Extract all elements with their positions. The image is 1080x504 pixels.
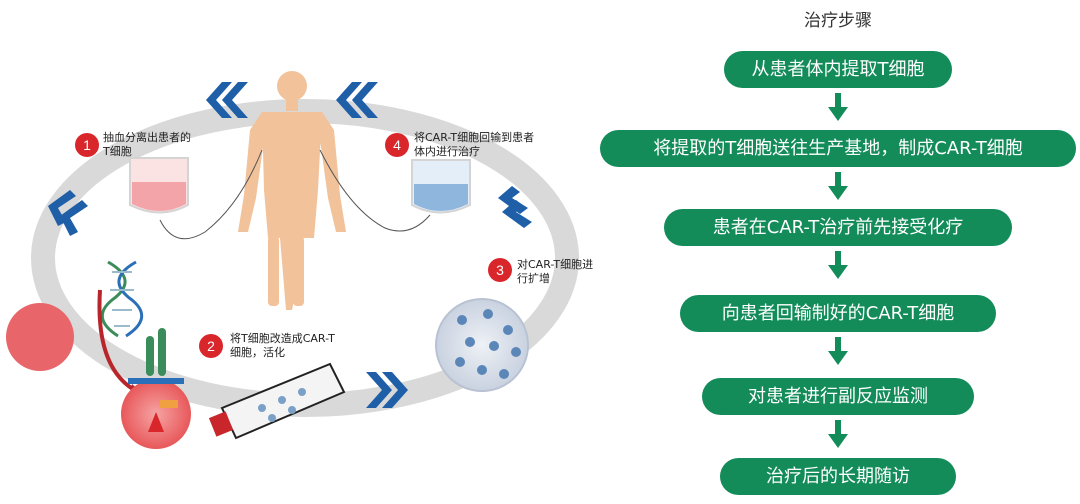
step-1-label-line2: T细胞 (103, 145, 132, 158)
down-arrow-icon (828, 172, 848, 200)
step-badge-3: 3 (488, 258, 512, 282)
flow-step-4: 向患者回输制好的CAR-T细胞 (680, 295, 996, 332)
culture-flask-icon (208, 362, 346, 440)
chevron-arrow-bottom (366, 372, 408, 408)
step-4-label: 将CAR-T细胞回输到患者 体内进行治疗 (414, 131, 534, 159)
step-3-label: 对CAR-T细胞进 行扩增 (517, 258, 593, 286)
flow-step-5: 对患者进行副反应监测 (702, 378, 974, 415)
blood-bag-blue-icon (411, 159, 471, 214)
transduction-arrow-icon (97, 289, 139, 394)
human-body-icon (238, 71, 346, 310)
car-t-cell-icon (121, 328, 191, 449)
step-badge-2: 2 (199, 334, 223, 358)
expansion-dish-icon (435, 298, 529, 392)
step-4-label-line2: 体内进行治疗 (414, 145, 480, 158)
chevron-arrow-left (48, 190, 88, 236)
step-4-label-line1: 将CAR-T细胞回输到患者 (414, 131, 535, 144)
flow-step-3: 患者在CAR-T治疗前先接受化疗 (664, 209, 1012, 246)
tumor-cell-icon (6, 303, 74, 371)
step-number-3: 3 (496, 262, 504, 278)
step-1-label: 抽血分离出患者的 T细胞 (103, 131, 191, 159)
chevron-arrow-top-right (336, 82, 378, 118)
down-arrow-icon (828, 420, 848, 448)
step-2-label-line1: 将T细胞改造成CAR-T (230, 332, 335, 345)
step-3-label-line1: 对CAR-T细胞进 (517, 258, 594, 271)
chevron-arrow-right (498, 186, 532, 228)
step-2-label-line2: 细胞，活化 (230, 346, 285, 359)
step-badge-4: 4 (385, 133, 409, 157)
chevron-arrow-top-left (206, 82, 248, 118)
car-t-cycle-diagram: 1 2 3 4 (6, 71, 579, 449)
flow-step-1: 从患者体内提取T细胞 (724, 51, 952, 88)
blood-bag-red-icon (129, 157, 189, 214)
step-2-label: 将T细胞改造成CAR-T 细胞，活化 (230, 332, 335, 360)
flow-step-2: 将提取的T细胞送往生产基地，制成CAR-T细胞 (600, 130, 1076, 167)
step-number-2: 2 (207, 338, 215, 354)
down-arrow-icon (828, 251, 848, 279)
step-badge-1: 1 (75, 133, 99, 157)
flow-title: 治疗步骤 (804, 11, 872, 31)
iv-line-right (319, 149, 431, 232)
dna-helix-icon (101, 260, 143, 338)
step-number-4: 4 (393, 137, 401, 153)
iv-line-left (159, 149, 263, 240)
down-arrow-icon (828, 337, 848, 365)
step-3-label-line2: 行扩增 (517, 272, 550, 285)
step-number-1: 1 (83, 137, 91, 153)
step-1-label-line1: 抽血分离出患者的 (103, 131, 191, 144)
flow-step-6: 治疗后的长期随访 (720, 458, 956, 495)
down-arrow-icon (828, 93, 848, 121)
